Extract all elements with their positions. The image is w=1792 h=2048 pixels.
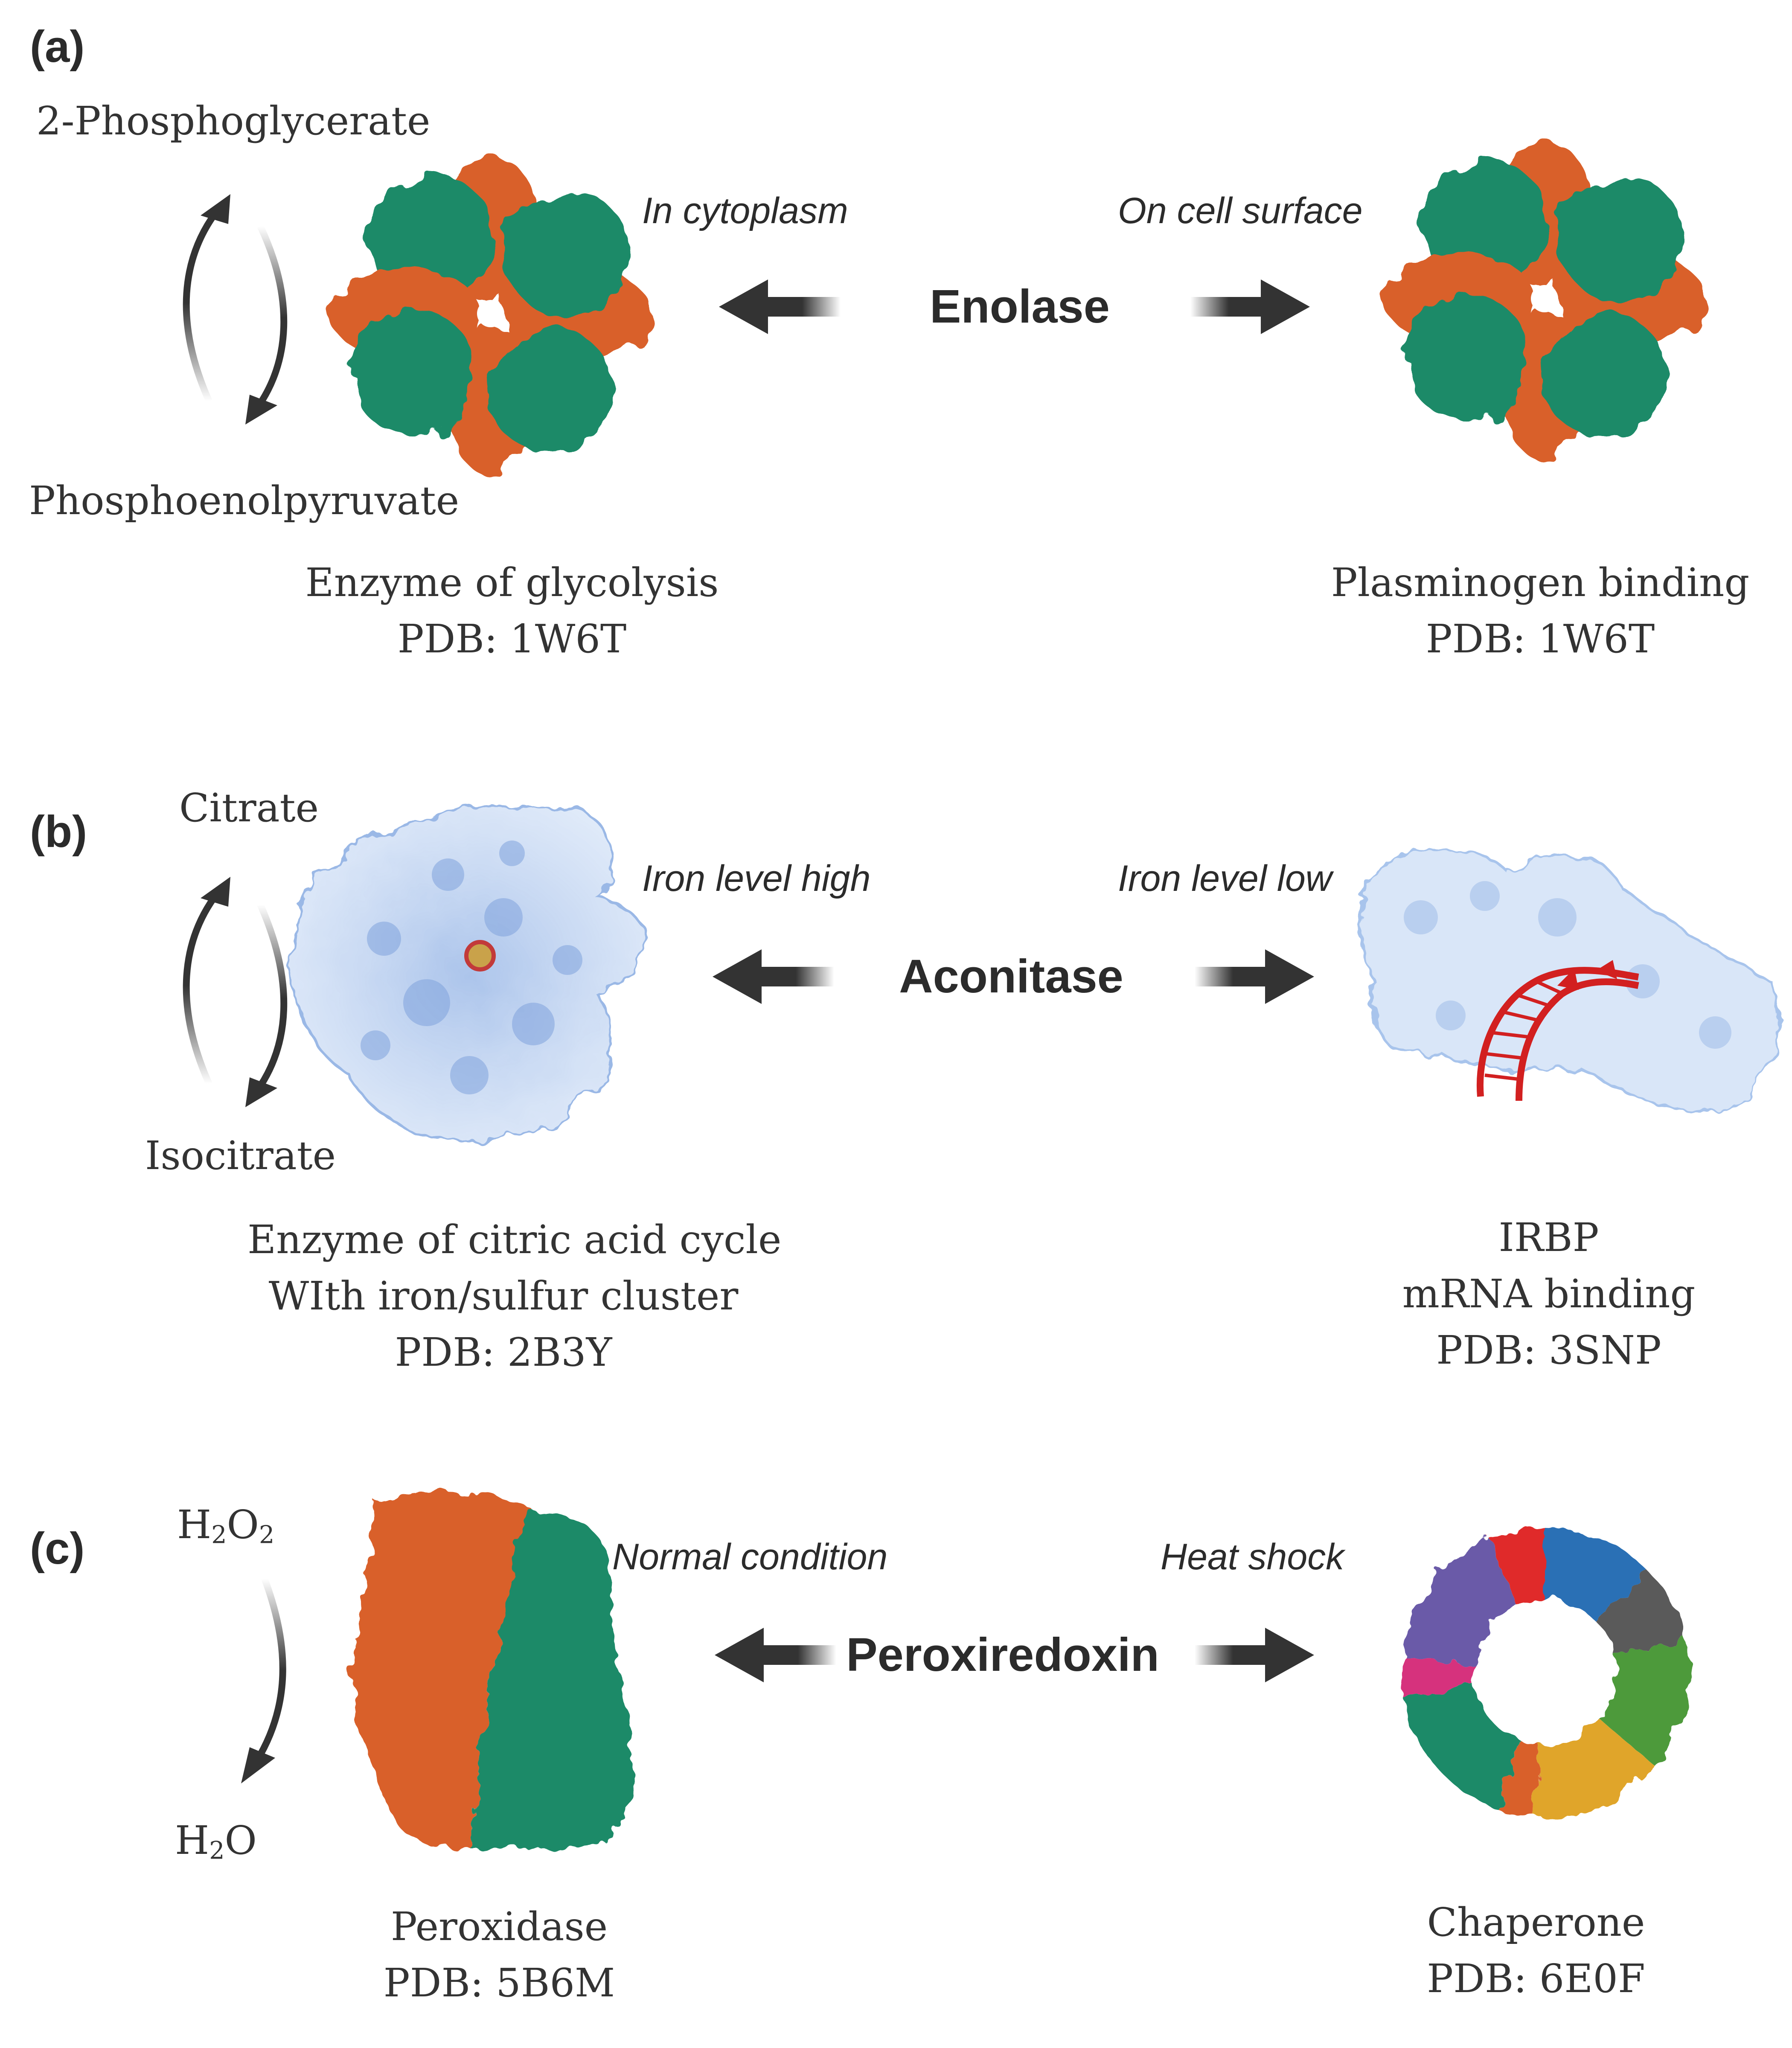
panel-a-left-caption: Enzyme of glycolysis PDB: 1W6T [299, 555, 725, 667]
formula-part: O [227, 1502, 259, 1548]
panel-b-cycle-arrows [183, 877, 288, 1107]
panel-a-substrate-top: 2-Phosphoglycerate [36, 98, 431, 144]
formula-subscript: 2 [259, 1521, 275, 1549]
caption-line: Peroxidase [390, 1904, 608, 1949]
formula-part: O [224, 1818, 257, 1863]
panel-c-label: (c) [30, 1524, 85, 1574]
formula-subscript: 2 [211, 1521, 227, 1549]
panel-b-right-arrow [1195, 949, 1314, 1004]
panel-b-substrate-bottom: Isocitrate [145, 1133, 336, 1178]
caption-line: PDB: 1W6T [1425, 616, 1655, 662]
caption-line: Enzyme of glycolysis [305, 560, 719, 605]
formula-part: H [177, 1502, 212, 1548]
panel-c-left-arrow [715, 1628, 836, 1682]
caption-line: IRBP [1498, 1215, 1599, 1260]
irbp-mrna-structure [1360, 846, 1780, 1111]
panel-b-substrate-top: Citrate [179, 785, 319, 831]
panel-b-left-arrow [713, 949, 834, 1004]
caption-line: PDB: 1W6T [397, 616, 627, 662]
enolase-title: Enolase [930, 280, 1110, 333]
panel-c-substrate-top: H2O2 [177, 1502, 274, 1549]
panel-b-label: (b) [30, 807, 87, 857]
panel-a-right-caption: Plasminogen binding PDB: 1W6T [1327, 555, 1754, 667]
aconitase-title: Aconitase [899, 950, 1123, 1003]
panel-c-right-arrow [1195, 1628, 1314, 1682]
caption-line: PDB: 3SNP [1436, 1327, 1661, 1373]
aconitase-iron-high-structure [291, 805, 647, 1142]
panel-a-cycle-arrows [183, 194, 288, 425]
panel-c-right-condition: Heat shock [1161, 1536, 1344, 1577]
caption-line: mRNA binding [1402, 1271, 1696, 1317]
panel-c-left-condition: Normal condition [612, 1536, 888, 1577]
caption-line: PDB: 5B6M [383, 1960, 615, 2006]
formula-part: H [175, 1818, 209, 1863]
caption-line: PDB: 6E0F [1427, 1956, 1645, 2001]
panel-a-label: (a) [30, 22, 85, 72]
panel-b-right-condition: Iron level low [1118, 858, 1332, 899]
formula-subscript: 2 [209, 1836, 225, 1865]
chaperone-decamer-structure [1402, 1527, 1690, 1818]
enolase-cytoplasm-structure [331, 154, 651, 474]
caption-line: Plasminogen binding [1331, 560, 1750, 605]
panel-c-right-caption: Chaperone PDB: 6E0F [1323, 1894, 1749, 2007]
enolase-cell-surface-structure [1385, 139, 1705, 459]
panel-b-left-caption: Enzyme of citric acid cycle WIth iron/su… [247, 1212, 782, 1381]
panel-b-left-condition: Iron level high [642, 858, 871, 899]
panel-a-left-condition: In cytoplasm [642, 190, 848, 231]
caption-line: Chaperone [1427, 1900, 1645, 1945]
caption-line: PDB: 2B3Y [395, 1329, 612, 1375]
panel-c-left-caption: Peroxidase PDB: 5B6M [286, 1899, 713, 2011]
panel-a-substrate-bottom: Phosphoenolpyruvate [29, 478, 460, 524]
peroxiredoxin-title: Peroxiredoxin [846, 1629, 1159, 1681]
panel-c-reaction-arrow [241, 1577, 286, 1783]
panel-c-substrate-bottom: H2O [175, 1818, 257, 1865]
peroxidase-dimer-structure [353, 1491, 633, 1849]
panel-a-right-arrow [1190, 279, 1310, 334]
caption-line: WIth iron/sulfur cluster [268, 1273, 739, 1319]
panel-b-right-caption: IRBP mRNA binding PDB: 3SNP [1335, 1210, 1762, 1379]
panel-a-right-condition: On cell surface [1118, 190, 1363, 231]
panel-a-left-arrow [719, 279, 841, 334]
caption-line: Enzyme of citric acid cycle [247, 1217, 782, 1263]
